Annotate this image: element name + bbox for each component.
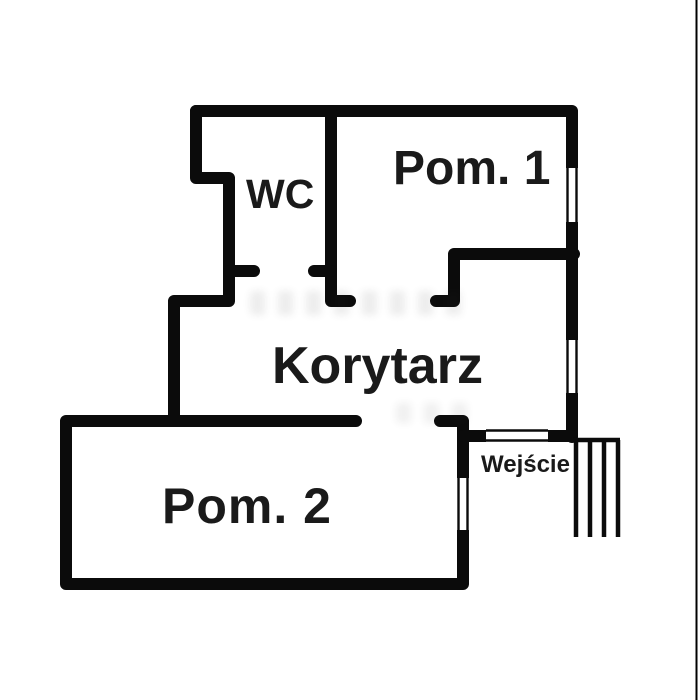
wall-top-right <box>190 105 578 443</box>
wall-wc-right <box>325 105 356 307</box>
wall-wc-left-corridor <box>168 105 235 427</box>
window-pom2 <box>455 478 471 530</box>
window-right-upper <box>564 168 580 222</box>
watermark-remnant <box>396 403 470 423</box>
watermark-remnant <box>250 291 465 315</box>
stairs-icon <box>573 437 621 537</box>
room-label-pom1: Pom. 1 <box>393 142 551 195</box>
room-label-korytarz: Korytarz <box>272 337 483 395</box>
room-label-pom2: Pom. 2 <box>162 478 332 534</box>
wall-pom1-bottom <box>430 248 580 307</box>
window-right-lower <box>564 340 580 393</box>
entrance-door <box>486 428 548 444</box>
entrance-label: Wejście <box>481 451 570 478</box>
wall-pom2-outline <box>60 415 469 590</box>
room-label-wc: WC <box>246 171 315 217</box>
